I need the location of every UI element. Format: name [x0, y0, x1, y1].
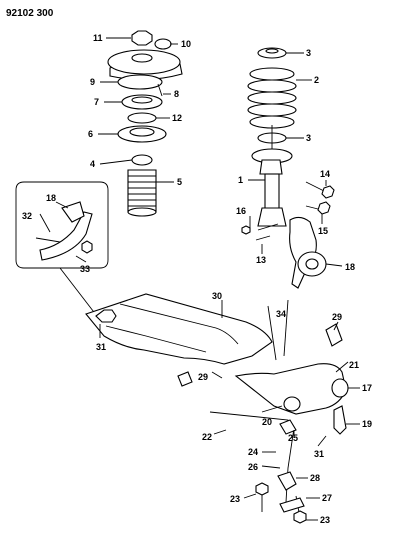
steering-knuckle-icon — [289, 216, 327, 289]
control-arm-detail-icon — [39, 211, 93, 261]
callout-label: 27 — [322, 493, 332, 503]
callouts: 11 10 9 8 7 12 6 4 5 3 2 3 1 14 16 15 13… — [22, 33, 372, 525]
link-bracket-icon — [279, 497, 305, 513]
callout-label: 15 — [318, 226, 328, 236]
callout-label: 5 — [177, 177, 182, 187]
callout-label: 1 — [238, 175, 243, 185]
link-bushing-icon — [277, 471, 297, 491]
dust-boot-icon — [127, 169, 157, 217]
crossmember-icon — [85, 293, 273, 365]
bracket-icon — [325, 323, 343, 347]
nut-icon — [293, 510, 307, 524]
nut-icon — [241, 225, 251, 235]
ball-joint-icon — [333, 405, 347, 435]
crossmember — [85, 293, 343, 387]
bracket-detail-icon — [61, 201, 85, 223]
callout-label: 11 — [93, 33, 103, 43]
callout-label: 26 — [248, 462, 258, 472]
callout-label: 28 — [310, 473, 320, 483]
callout-label: 8 — [174, 89, 179, 99]
nut-icon — [131, 30, 153, 46]
callout-label: 18 — [345, 262, 355, 272]
strut-spring-assembly — [241, 47, 335, 289]
coil-spring-icon — [247, 67, 297, 129]
callout-label: 29 — [332, 312, 342, 322]
bushing-icon — [331, 378, 349, 398]
strut-icon — [251, 125, 293, 227]
bushing-icon — [283, 396, 301, 412]
callout-label: 4 — [90, 159, 95, 169]
washer-icon — [154, 38, 172, 50]
callout-label: 34 — [276, 309, 286, 319]
callout-label: 7 — [94, 97, 99, 107]
leader-lines — [39, 37, 360, 521]
bushing-icon — [95, 309, 117, 323]
inset-detail — [15, 181, 109, 321]
bump-stop-icon — [131, 154, 153, 166]
callout-label: 3 — [306, 48, 311, 58]
callout-label: 9 — [90, 77, 95, 87]
bearing-icon — [117, 74, 163, 90]
bolt-icon — [255, 482, 269, 496]
callout-label: 20 — [262, 417, 272, 427]
callout-label: 19 — [362, 419, 372, 429]
callout-label: 2 — [314, 75, 319, 85]
callout-label: 18 — [46, 193, 56, 203]
lower-control-arm — [234, 363, 349, 435]
isolator-icon — [127, 112, 157, 124]
callout-label: 3 — [306, 133, 311, 143]
control-arm-icon — [234, 363, 347, 415]
callout-label: 10 — [181, 39, 191, 49]
callout-label: 6 — [88, 129, 93, 139]
callout-label: 21 — [349, 360, 359, 370]
callout-label: 14 — [320, 169, 330, 179]
bracket-icon — [177, 371, 193, 387]
callout-label: 33 — [80, 264, 90, 274]
callout-label: 31 — [96, 342, 106, 352]
callout-label: 16 — [236, 206, 246, 216]
callout-label: 17 — [362, 383, 372, 393]
strut-bolts-icon — [305, 181, 335, 215]
callout-label: 22 — [202, 432, 212, 442]
callout-label: 23 — [320, 515, 330, 525]
callout-label: 24 — [248, 447, 258, 457]
callout-label: 23 — [230, 494, 240, 504]
callout-label: 29 — [198, 372, 208, 382]
nut-icon — [81, 240, 93, 254]
bushing-icon — [279, 419, 297, 435]
callout-label: 25 — [288, 433, 298, 443]
callout-label: 32 — [22, 211, 32, 221]
callout-label: 12 — [172, 113, 182, 123]
diagram-code: 92102 300 — [6, 8, 54, 19]
callout-label: 13 — [256, 255, 266, 265]
strut-mount-assembly — [107, 30, 183, 217]
callout-label: 30 — [212, 291, 222, 301]
callout-label: 31 — [314, 449, 324, 459]
